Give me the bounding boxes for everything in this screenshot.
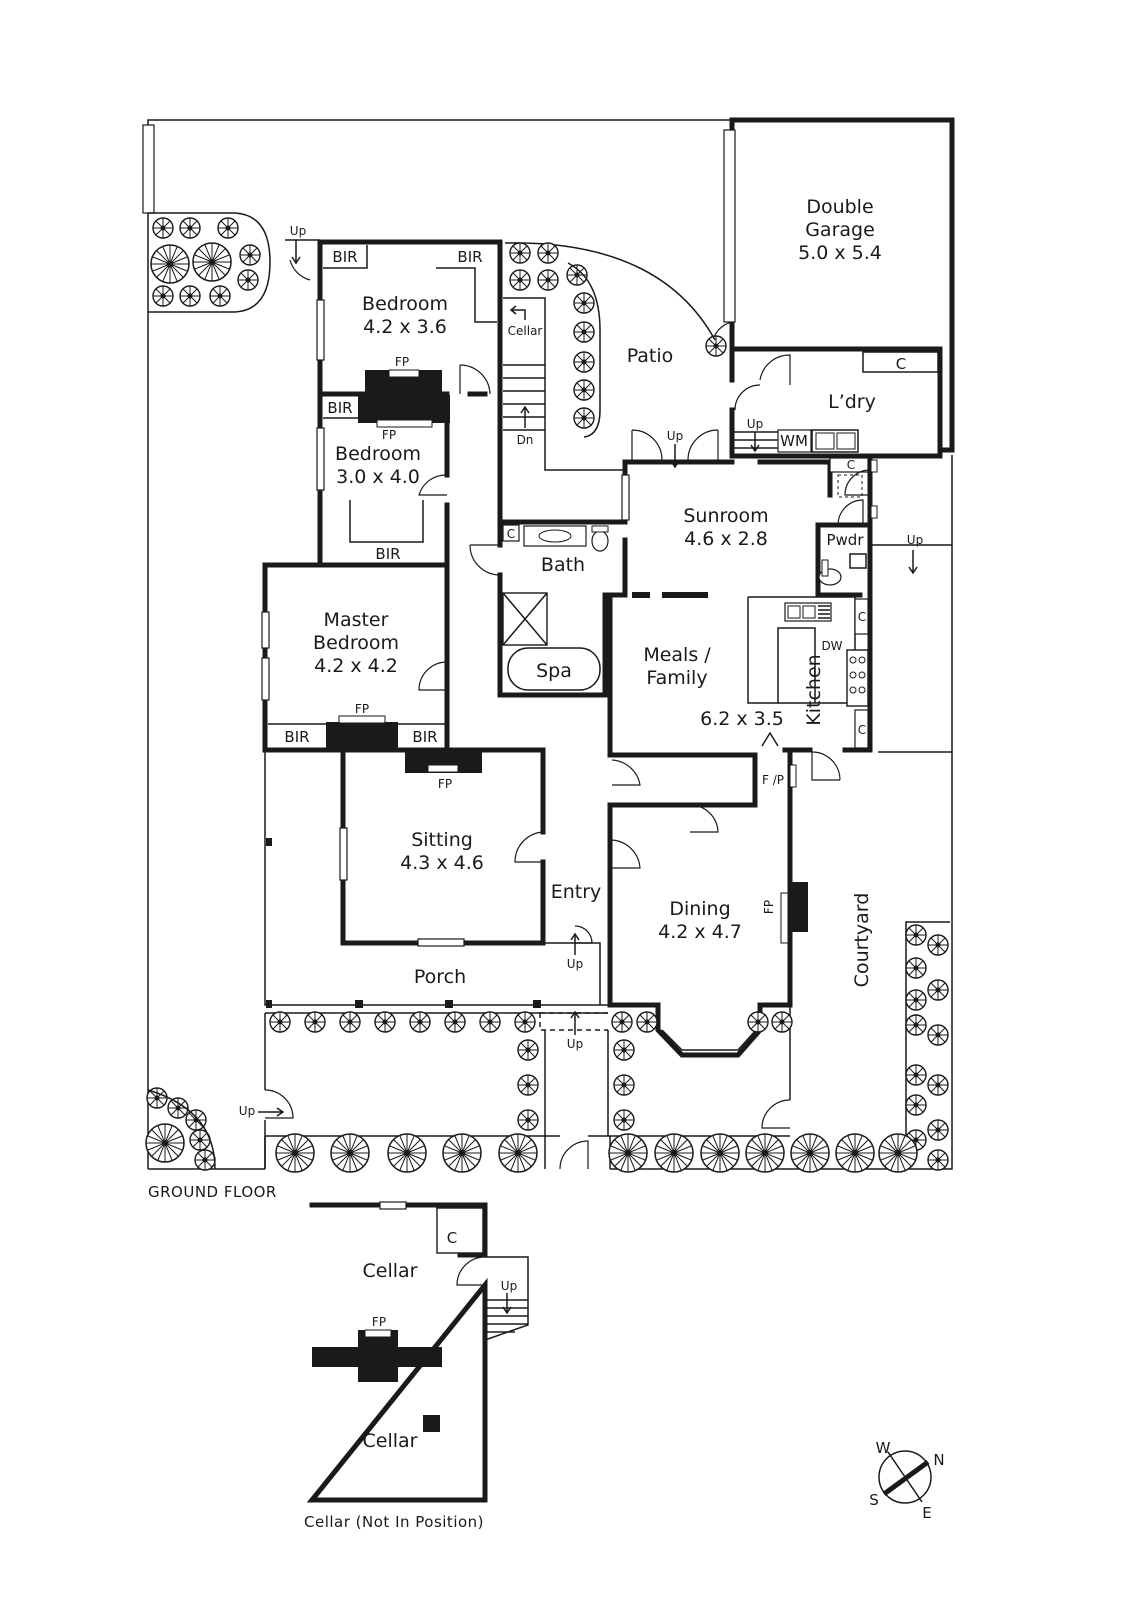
- cellar-cupboard-label: C: [447, 1229, 457, 1247]
- entry-up-label: Up: [567, 957, 583, 971]
- bedroom2-dims: 3.0 x 4.0: [336, 466, 420, 488]
- meals-name-1: Meals /: [643, 644, 711, 666]
- washing-machine-label: WM: [780, 432, 808, 450]
- sitting-fp-label: FP: [438, 777, 452, 791]
- bedroom2-bir-right: BIR: [420, 399, 445, 417]
- bedroom1-bir-right: BIR: [457, 248, 482, 266]
- bedroom1-fp-label: FP: [395, 355, 409, 369]
- meals-name-2: Family: [646, 667, 707, 689]
- laundry-cupboard-label: C: [896, 355, 906, 373]
- bedroom1-dims: 4.2 x 3.6: [363, 316, 447, 338]
- cellar-up-label: Up: [501, 1279, 517, 1293]
- cellar-bottom-name: Cellar: [363, 1430, 418, 1452]
- patio-up-label: Up: [667, 429, 683, 443]
- master-bir-right: BIR: [412, 728, 437, 746]
- cellar-caption: Cellar (Not In Position): [304, 1513, 484, 1531]
- entry-name: Entry: [551, 881, 602, 903]
- spa-name: Spa: [536, 660, 572, 682]
- meals-dims: 6.2 x 3.5: [700, 708, 784, 730]
- compass-s: S: [869, 1491, 879, 1509]
- dining-fp-label: FP: [762, 900, 776, 914]
- garage-dims: 5.0 x 5.4: [798, 242, 882, 264]
- ground-floor-caption: GROUND FLOOR: [148, 1183, 277, 1201]
- sunroom-name: Sunroom: [683, 505, 768, 527]
- powder-room: C Pwdr Up: [815, 457, 952, 753]
- courtyard: Courtyard: [851, 893, 950, 1171]
- bath-name: Bath: [541, 554, 585, 576]
- sunroom-dims: 4.6 x 2.8: [684, 528, 768, 550]
- garage-name-2: Garage: [805, 219, 875, 241]
- master-fp-label: FP: [355, 702, 369, 716]
- powder-cupboard-label: C: [847, 458, 855, 472]
- compass: W N S E: [869, 1439, 944, 1522]
- master-bir-left: BIR: [284, 728, 309, 746]
- patio-name: Patio: [627, 345, 674, 367]
- compass-w: W: [876, 1439, 891, 1457]
- dining-name: Dining: [669, 898, 730, 920]
- front-garden: Up: [145, 1005, 918, 1173]
- porch-name: Porch: [414, 966, 466, 988]
- cellar-fp-label: FP: [372, 1315, 386, 1329]
- garden-up-label: Up: [239, 1104, 255, 1118]
- bedroom2-fp-label: FP: [382, 428, 396, 442]
- cellar-arrow-label: Cellar: [508, 324, 543, 338]
- dining-room: Dining 4.2 x 4.7 FP: [607, 882, 808, 1058]
- laundry-up-label: Up: [747, 417, 763, 431]
- master-name-2: Bedroom: [313, 632, 399, 654]
- bedroom2-bir-left: BIR: [327, 399, 352, 417]
- bedroom2-bir-bottom: BIR: [375, 545, 400, 563]
- kitchen-cupboard-bottom: C: [858, 723, 866, 737]
- dishwasher-label: DW: [821, 639, 842, 653]
- patio: Patio Cellar Dn Up: [503, 242, 719, 471]
- sitting-dims: 4.3 x 4.6: [400, 852, 484, 874]
- living-wing: Sunroom 4.6 x 2.8 Meals / Family 6.2 x 3…: [607, 453, 873, 1008]
- dining-dims: 4.2 x 4.7: [658, 921, 742, 943]
- courtyard-up-label: Up: [907, 533, 923, 547]
- bedroom2-name: Bedroom: [335, 443, 421, 465]
- master-bedroom: Master Bedroom 4.2 x 4.2 FP BIR BIR: [261, 562, 450, 753]
- compass-n: N: [933, 1451, 944, 1469]
- cellar-top-name: Cellar: [363, 1260, 418, 1282]
- pantry-label: F /P: [762, 773, 784, 787]
- stairs-down-label: Dn: [517, 433, 534, 447]
- bedroom-wing: BIR BIR Bedroom 4.2 x 3.6 FP FP BIR BIR …: [262, 239, 628, 568]
- courtyard-name: Courtyard: [851, 893, 873, 988]
- cellar: C Up Cellar FP Cellar: [306, 1201, 529, 1503]
- bedroom1-bir-left: BIR: [332, 248, 357, 266]
- powder-name: Pwdr: [826, 531, 864, 549]
- side-up-label: Up: [290, 224, 306, 238]
- master-name-1: Master: [324, 609, 389, 631]
- laundry-name: L’dry: [828, 391, 876, 413]
- bath-cupboard-label: C: [507, 527, 515, 541]
- kitchen-name: Kitchen: [803, 654, 825, 725]
- laundry: C L’dry WM Up: [729, 346, 943, 459]
- bedroom1-name: Bedroom: [362, 293, 448, 315]
- sitting-room: FP Sitting 4.3 x 4.6: [339, 747, 546, 947]
- bath-spa: C Bath Spa: [469, 519, 628, 698]
- porch: Porch Up: [264, 750, 608, 1051]
- compass-e: E: [922, 1504, 931, 1522]
- kitchen-cupboard-top: C: [858, 610, 866, 624]
- side-garden: Up: [148, 212, 320, 313]
- sitting-name: Sitting: [411, 829, 473, 851]
- master-dims: 4.2 x 4.2: [314, 655, 398, 677]
- porch-up-label: Up: [567, 1037, 583, 1051]
- garage-name-1: Double: [806, 196, 873, 218]
